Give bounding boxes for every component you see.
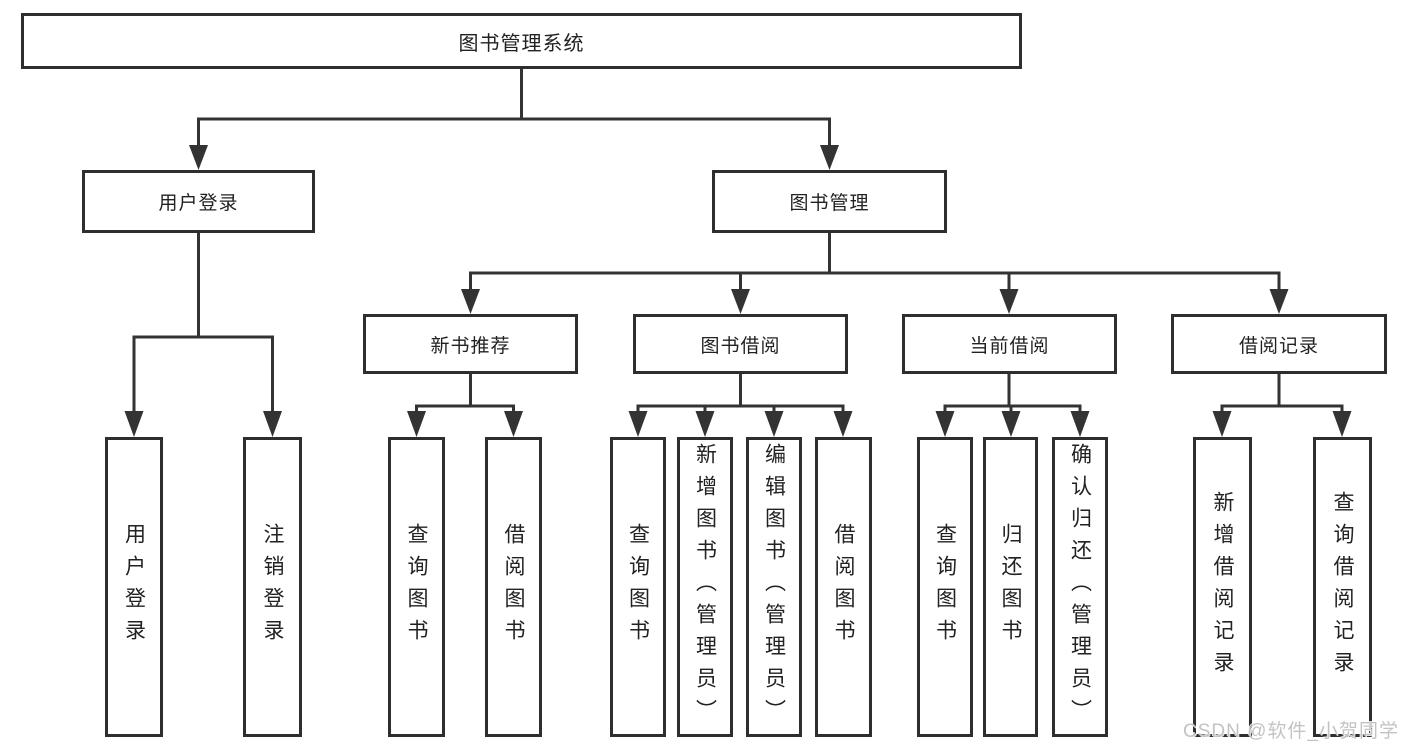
leaf-query-book-borrow: 查询图书 (610, 437, 666, 737)
leaf-borrow-book: 借阅图书 (815, 437, 872, 737)
node-new-book-recommend: 新书推荐 (363, 314, 578, 374)
node-current-borrowing: 当前借阅 (902, 314, 1117, 374)
node-library-management-system: 图书管理系统 (21, 13, 1022, 69)
leaf-user-login: 用户登录 (105, 437, 163, 737)
leaf-return-book: 归还图书 (983, 437, 1038, 737)
leaf-add-borrow-record: 新增借阅记录 (1193, 437, 1252, 737)
leaf-confirm-return-admin: 确认归还（管理员） (1052, 437, 1108, 737)
node-user-login: 用户登录 (82, 170, 315, 233)
leaf-add-book-admin: 新增图书（管理员） (677, 437, 733, 737)
node-book-borrowing: 图书借阅 (633, 314, 848, 374)
leaf-query-book-current: 查询图书 (917, 437, 973, 737)
leaf-logout: 注销登录 (243, 437, 302, 737)
leaf-borrow-book-recommend: 借阅图书 (485, 437, 542, 737)
node-book-management: 图书管理 (712, 170, 947, 233)
leaf-query-borrow-record: 查询借阅记录 (1313, 437, 1372, 737)
node-borrowing-records: 借阅记录 (1171, 314, 1387, 374)
leaf-query-book-recommend: 查询图书 (388, 437, 445, 737)
leaf-edit-book-admin: 编辑图书（管理员） (746, 437, 802, 737)
watermark: CSDN @软件_小贺同学 (1183, 721, 1399, 742)
